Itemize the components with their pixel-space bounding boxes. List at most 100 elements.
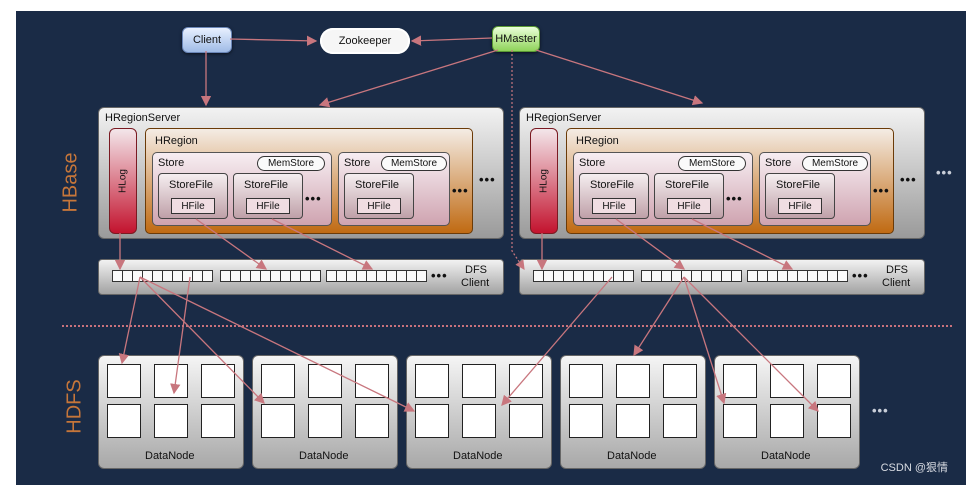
data-block (462, 364, 496, 398)
datanode-label: DataNode (607, 450, 657, 462)
arrow-dfs-datanode (139, 276, 265, 404)
hlog: HLog (109, 128, 137, 234)
store: Store MemStore StoreFile HFile StoreFile… (573, 152, 753, 226)
ellipsis: ••• (431, 268, 448, 283)
storefile: StoreFile HFile (579, 173, 649, 219)
storefile: StoreFile HFile (344, 173, 414, 219)
data-block (201, 364, 235, 398)
store: Store MemStore StoreFile HFile (338, 152, 450, 226)
hmaster-label: HMaster (495, 33, 537, 45)
block-queue (641, 270, 742, 282)
block-queue (326, 270, 427, 282)
arrow-hfile-dfs (691, 218, 794, 270)
connection-arrows (114, 35, 819, 412)
storefile: StoreFile HFile (765, 173, 835, 219)
block-queue (533, 270, 634, 282)
ellipsis: ••• (900, 172, 917, 187)
data-block (355, 364, 389, 398)
arrow-dfs-datanode (683, 276, 727, 405)
arrow-dfs-datanode (170, 276, 191, 395)
datanode-label: DataNode (453, 450, 503, 462)
dfs-client-label: Client (461, 277, 490, 289)
store: Store MemStore StoreFile HFile StoreFile… (152, 152, 332, 226)
zookeeper-node: Zookeeper (320, 28, 410, 54)
client-node: Client (182, 27, 232, 53)
arrow-dfs-datanode (683, 276, 819, 412)
datanode-label: DataNode (299, 450, 349, 462)
datanode-3: DataNode (406, 355, 552, 469)
hregion-title: HRegion (576, 135, 619, 147)
store-label: Store (579, 157, 606, 169)
datanode-2: DataNode (252, 355, 398, 469)
hregion: HRegion Store MemStore StoreFile HFile S… (145, 128, 473, 234)
data-block (770, 364, 804, 398)
datanode-label: DataNode (145, 450, 195, 462)
hfile: HFile (778, 198, 822, 214)
arrow-hmaster-dfs-dashed (511, 50, 525, 270)
block-queue (112, 270, 213, 282)
store: Store MemStore StoreFile HFile (759, 152, 871, 226)
hbase-hdfs-separator (62, 325, 952, 327)
data-block (261, 364, 295, 398)
region-server-1: HRegionServer HLog HRegion Store MemStor… (98, 107, 504, 239)
block-queue (220, 270, 321, 282)
data-block (723, 404, 757, 438)
block-queue (747, 270, 848, 282)
ellipsis: ••• (872, 403, 889, 418)
data-block (663, 364, 697, 398)
ellipsis: ••• (852, 268, 869, 283)
data-block (355, 404, 389, 438)
arrow-client-zookeeper (229, 35, 318, 46)
dfs-client-bar-1: ••• DFS Client (98, 259, 504, 295)
store-label: Store (344, 157, 371, 169)
arrow-dfs-datanode (139, 276, 416, 412)
data-block (723, 364, 757, 398)
dfs-client-label: Client (882, 277, 911, 289)
store-label: Store (765, 157, 792, 169)
arrow-hfile-dfs (615, 218, 686, 270)
data-block (154, 404, 188, 438)
data-block (616, 404, 650, 438)
store-label: Store (158, 157, 185, 169)
arrow-hmaster-server2 (535, 49, 704, 106)
data-block (415, 404, 449, 438)
data-block (107, 404, 141, 438)
hfile: HFile (171, 198, 215, 214)
data-block (107, 364, 141, 398)
memstore: MemStore (678, 156, 746, 171)
architecture-diagram: Client Zookeeper HMaster HBase HDFS HReg… (16, 11, 966, 485)
datanode-4: DataNode (560, 355, 706, 469)
data-block (817, 404, 851, 438)
arrow-hfile-dfs (195, 218, 268, 270)
hlog: HLog (530, 128, 558, 234)
arrow-hfile-dfs (271, 218, 374, 270)
data-block (569, 364, 603, 398)
arrow-hmaster-zookeeper (410, 35, 493, 46)
datanode-5: DataNode (714, 355, 860, 469)
region-server-2: HRegionServer HLog HRegion Store MemStor… (519, 107, 925, 239)
data-block (509, 404, 543, 438)
arrow-dfs-datanode (633, 276, 685, 357)
ellipsis: ••• (936, 165, 953, 180)
memstore: MemStore (257, 156, 325, 171)
datanode-label: DataNode (761, 450, 811, 462)
region-server-title: HRegionServer (526, 112, 602, 124)
storefile: StoreFile HFile (158, 173, 228, 219)
region-server-title: HRegionServer (105, 112, 181, 124)
data-block (569, 404, 603, 438)
hregion: HRegion Store MemStore StoreFile HFile S… (566, 128, 894, 234)
arrow-dfs-datanode (118, 276, 141, 365)
hfile: HFile (667, 198, 711, 214)
hregion-title: HRegion (155, 135, 198, 147)
data-block (817, 364, 851, 398)
dfs-client-bar-2: ••• DFS Client (519, 259, 925, 295)
data-block (616, 364, 650, 398)
zookeeper-label: Zookeeper (338, 35, 392, 47)
ellipsis: ••• (873, 183, 890, 198)
data-block (308, 404, 342, 438)
hfile: HFile (592, 198, 636, 214)
data-block (509, 364, 543, 398)
hfile: HFile (246, 198, 290, 214)
memstore: MemStore (802, 156, 868, 171)
dfs-client-label: DFS (465, 264, 487, 276)
